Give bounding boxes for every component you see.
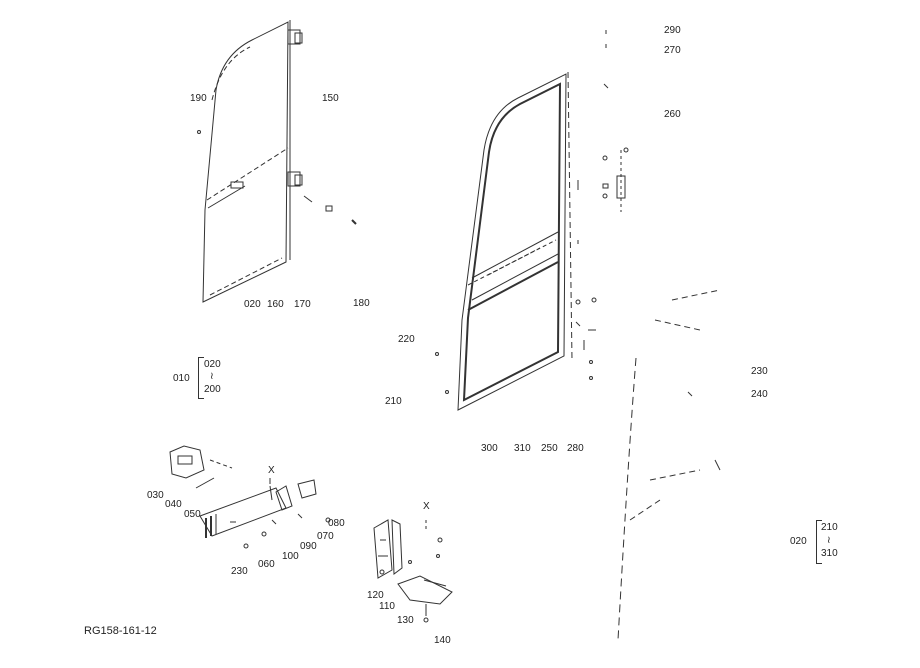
upper-left-door-panel xyxy=(197,20,357,303)
group-last-left: 200 xyxy=(204,384,221,395)
callout-160: 160 xyxy=(267,299,284,310)
callout-210: 210 xyxy=(385,396,402,407)
callout-220: 220 xyxy=(398,334,415,345)
group-tilde-left: ≀ xyxy=(210,371,214,382)
callout-300: 300 xyxy=(481,443,498,454)
view-marker-x-left: X xyxy=(268,465,275,476)
right-door-edge xyxy=(617,289,721,641)
callout-080: 080 xyxy=(328,518,345,529)
callout-190: 190 xyxy=(190,93,207,104)
view-marker-x-center: X xyxy=(423,501,430,512)
callout-250: 250 xyxy=(541,443,558,454)
callout-280: 280 xyxy=(567,443,584,454)
drawing-reference-id: RG158-161-12 xyxy=(84,625,157,637)
group-first-left: 020 xyxy=(204,359,221,370)
group-owner-right: 020 xyxy=(790,536,807,547)
callout-240: 240 xyxy=(751,389,768,400)
callout-270: 270 xyxy=(664,45,681,56)
group-brace-right: 020 210 ≀ 310 xyxy=(790,520,850,566)
callout-070: 070 xyxy=(317,531,334,542)
group-owner-left: 010 xyxy=(173,373,190,384)
callout-060: 060 xyxy=(258,559,275,570)
callout-260: 260 xyxy=(664,109,681,120)
callout-140: 140 xyxy=(434,635,451,646)
group-bracket-left xyxy=(198,357,204,399)
callout-230-lower: 230 xyxy=(231,566,248,577)
callout-090: 090 xyxy=(300,541,317,552)
right-small-parts-column xyxy=(575,30,629,380)
callout-020: 020 xyxy=(244,299,261,310)
callout-040: 040 xyxy=(165,499,182,510)
callout-170: 170 xyxy=(294,299,311,310)
group-last-right: 310 xyxy=(821,548,838,559)
callout-030: 030 xyxy=(147,490,164,501)
callout-310: 310 xyxy=(514,443,531,454)
callout-150: 150 xyxy=(322,93,339,104)
callout-290: 290 xyxy=(664,25,681,36)
callout-050: 050 xyxy=(184,509,201,520)
callout-180: 180 xyxy=(353,298,370,309)
group-bracket-right xyxy=(816,520,822,564)
center-frame-door xyxy=(435,71,573,411)
callout-110: 110 xyxy=(379,601,395,612)
callout-100: 100 xyxy=(282,551,299,562)
group-tilde-right: ≀ xyxy=(827,535,831,546)
group-first-right: 210 xyxy=(821,522,838,533)
callout-130: 130 xyxy=(397,615,414,626)
callout-230: 230 xyxy=(751,366,768,377)
lower-left-hinge-assembly xyxy=(169,445,331,549)
lower-center-latch-assembly xyxy=(373,519,453,623)
callout-120: 120 xyxy=(367,590,384,601)
group-brace-left: 010 020 ≀ 200 xyxy=(173,357,233,401)
